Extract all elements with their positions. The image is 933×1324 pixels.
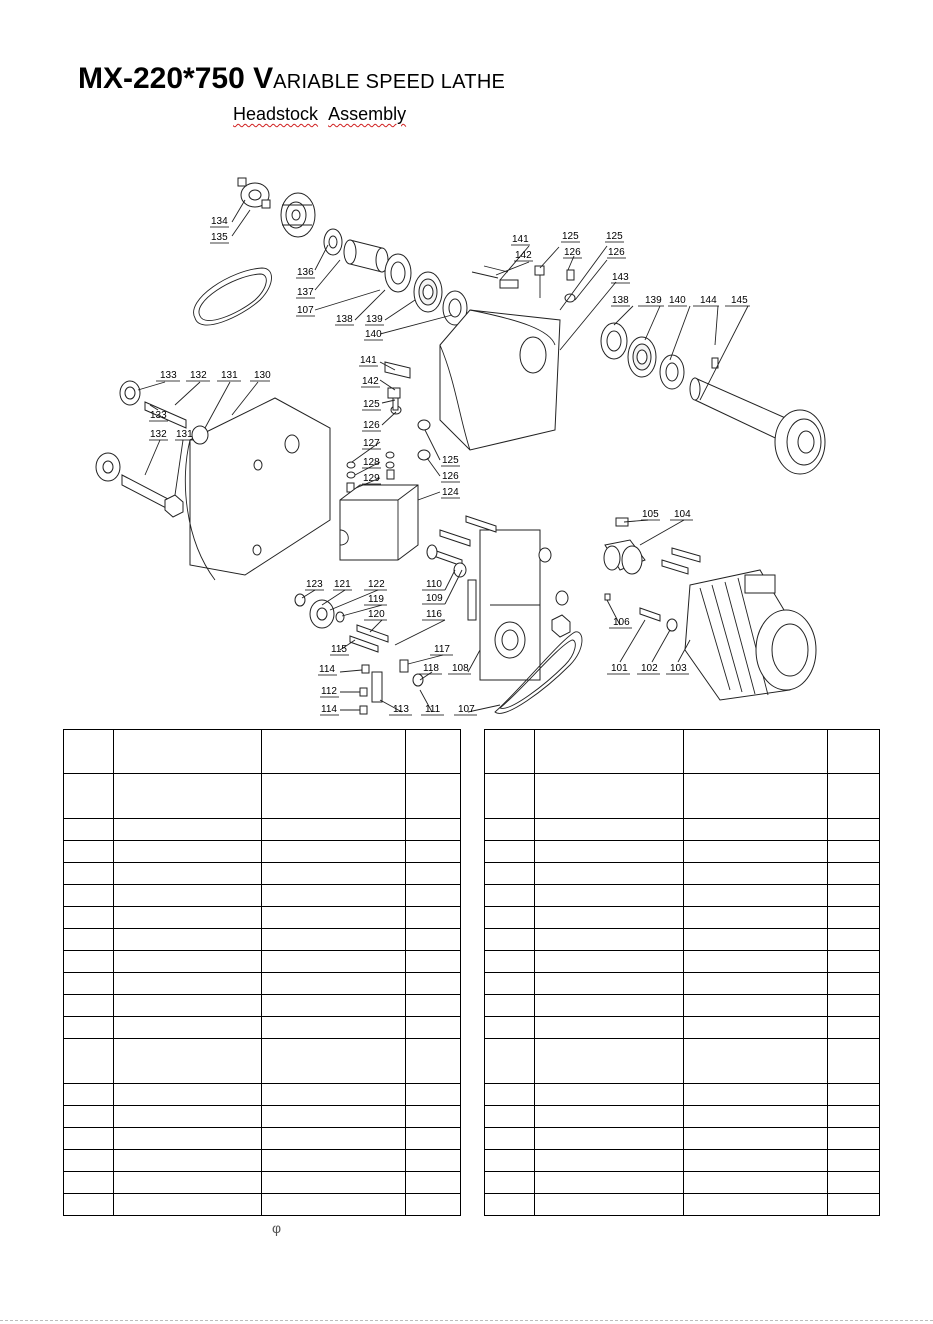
label-133b: 133 <box>150 410 167 421</box>
motor-103 <box>684 569 817 701</box>
label-126d: 126 <box>442 471 459 482</box>
label-104: 104 <box>674 509 691 520</box>
label-133a: 133 <box>160 370 177 381</box>
headstock-housing <box>439 309 561 451</box>
bearing-140a <box>413 271 443 313</box>
phi-symbol: φ <box>272 1220 282 1236</box>
label-142b: 142 <box>362 376 379 387</box>
label-134: 134 <box>211 216 228 227</box>
label-114a: 114 <box>319 664 335 675</box>
bearing-139b <box>627 336 657 378</box>
nut-131a <box>191 425 209 445</box>
header-cell <box>63 729 114 774</box>
label-141b: 141 <box>360 355 377 366</box>
drive-belt-bottom <box>494 631 583 714</box>
label-115: 115 <box>331 644 347 655</box>
label-135: 135 <box>211 232 228 243</box>
label-125c: 125 <box>363 399 380 410</box>
label-underlines <box>149 226 750 716</box>
label-119: 119 <box>368 594 384 605</box>
label-127: 127 <box>363 438 380 449</box>
leader-lines <box>137 199 749 713</box>
label-111: 111 <box>425 704 441 715</box>
label-106: 106 <box>613 617 630 628</box>
label-137: 137 <box>297 287 314 298</box>
label-139b: 139 <box>645 295 662 306</box>
end-cover-130 <box>184 397 331 581</box>
label-126c: 126 <box>363 420 380 431</box>
exploded-diagram: 134 135 136 137 107 138 139 140 141 142 … <box>95 177 826 716</box>
label-140a: 140 <box>365 329 382 340</box>
label-132a: 132 <box>190 370 207 381</box>
label-139a: 139 <box>366 314 383 325</box>
label-107b: 107 <box>458 704 475 715</box>
label-120: 120 <box>368 609 385 620</box>
label-105: 105 <box>642 509 659 520</box>
subtitle-word2: Assembly <box>328 104 407 124</box>
mounting-plate-108 <box>467 529 541 681</box>
parts-table-left <box>63 729 461 1216</box>
label-107a: 107 <box>297 305 314 316</box>
motor-pulley-104 <box>603 539 646 575</box>
label-129: 129 <box>363 473 380 484</box>
title-bold: MX-220*750 V <box>78 62 274 95</box>
label-122: 122 <box>368 579 385 590</box>
nut-131b <box>164 494 184 518</box>
header-cell <box>484 729 535 774</box>
label-125a: 125 <box>562 231 579 242</box>
sleeve-138 <box>343 239 389 273</box>
label-114b: 114 <box>321 704 337 715</box>
label-126b: 126 <box>608 247 625 258</box>
label-140b: 140 <box>669 295 686 306</box>
label-121: 121 <box>334 579 351 590</box>
label-102: 102 <box>641 663 658 674</box>
label-128: 128 <box>363 457 380 468</box>
page-subtitle: Headstock Assembly <box>233 104 406 125</box>
label-124: 124 <box>442 487 459 498</box>
parts-table-right <box>484 729 880 1216</box>
label-126a: 126 <box>564 247 581 258</box>
worm-132b <box>121 474 171 511</box>
label-131b: 131 <box>176 429 193 440</box>
label-118: 118 <box>423 663 439 674</box>
label-112: 112 <box>321 686 337 697</box>
label-113: 113 <box>393 704 409 715</box>
spindle-145 <box>689 357 826 475</box>
label-108: 108 <box>452 663 469 674</box>
screw-set-141-142 <box>471 265 576 303</box>
page-bottom-rule <box>0 1320 933 1321</box>
pulley-136 <box>280 192 316 238</box>
label-145: 145 <box>731 295 748 306</box>
label-144: 144 <box>700 295 717 306</box>
label-143: 143 <box>612 272 629 283</box>
gear-cover-124 <box>339 484 419 561</box>
gear-137 <box>323 228 343 256</box>
label-101: 101 <box>611 663 628 674</box>
label-125d: 125 <box>442 455 459 466</box>
small-pulley-134 <box>237 177 271 209</box>
drive-belt-top <box>193 267 272 326</box>
label-123: 123 <box>306 579 323 590</box>
label-136: 136 <box>297 267 314 278</box>
label-141a: 141 <box>512 234 529 245</box>
subtitle-word1: Headstock <box>233 104 319 124</box>
label-138b: 138 <box>612 295 629 306</box>
label-103: 103 <box>670 663 687 674</box>
label-142a: 142 <box>515 250 532 261</box>
label-131a: 131 <box>221 370 238 381</box>
label-130: 130 <box>254 370 271 381</box>
label-109: 109 <box>426 593 443 604</box>
label-117: 117 <box>434 644 450 655</box>
label-110: 110 <box>426 579 442 590</box>
label-138a: 138 <box>336 314 353 325</box>
label-125b: 125 <box>606 231 623 242</box>
label-132b: 132 <box>150 429 167 440</box>
label-116: 116 <box>426 609 442 620</box>
page-title: MX-220*750 VARIABLE SPEED LATHE <box>78 62 505 96</box>
title-rest: ARIABLE SPEED LATHE <box>273 71 506 93</box>
